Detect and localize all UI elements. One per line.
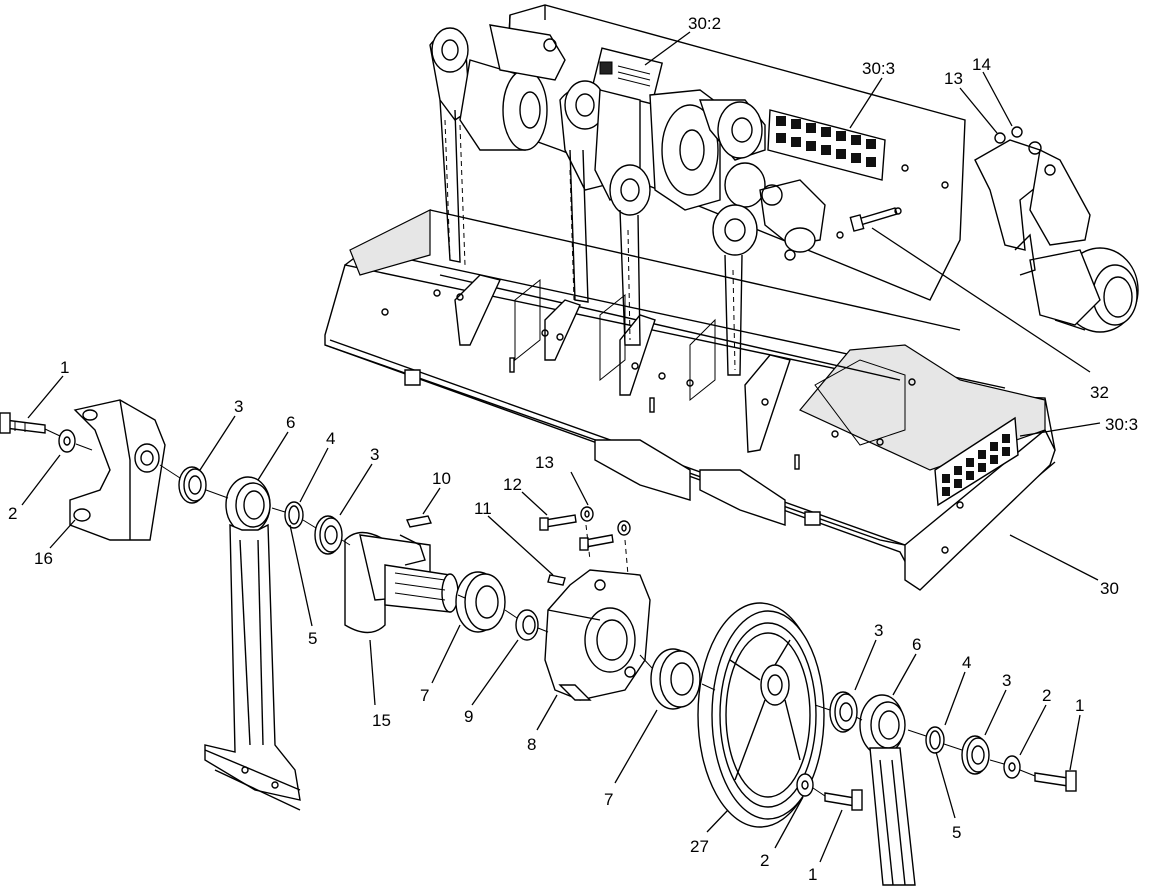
part-4-circlip-right bbox=[925, 726, 945, 754]
callout-4-right: 4 bbox=[962, 653, 971, 672]
callout-15: 15 bbox=[372, 711, 391, 730]
part-3-bearing-c bbox=[829, 691, 858, 733]
callout-12: 12 bbox=[503, 475, 522, 494]
callout-7-right: 7 bbox=[604, 790, 613, 809]
part-2-washer-left bbox=[58, 429, 76, 453]
callout-14: 14 bbox=[972, 55, 991, 74]
callout-5-right: 5 bbox=[952, 823, 961, 842]
part-3-bearing-a bbox=[178, 466, 207, 504]
right-mount-bracket bbox=[974, 126, 1139, 333]
callout-11: 11 bbox=[474, 499, 492, 518]
callout-16: 16 bbox=[34, 549, 53, 568]
callout-4-left: 4 bbox=[326, 429, 335, 448]
decal-30-2 bbox=[590, 47, 664, 105]
callout-13-top: 13 bbox=[944, 69, 963, 88]
callout-2-bottom: 2 bbox=[760, 851, 769, 870]
callout-3-c: 3 bbox=[874, 621, 883, 640]
callout-2-right: 2 bbox=[1042, 686, 1051, 705]
part-7-bearing-right bbox=[650, 648, 701, 710]
callout-3-d: 3 bbox=[1002, 671, 1011, 690]
decal-30-3-top bbox=[767, 109, 886, 181]
part-9-spacer bbox=[515, 609, 539, 641]
callout-3-a: 3 bbox=[234, 397, 243, 416]
part-1-bolt-left bbox=[0, 412, 46, 434]
part-4-circlip-left bbox=[284, 501, 304, 529]
part-15-crank-hub bbox=[344, 531, 459, 634]
callout-7-left: 7 bbox=[420, 686, 429, 705]
part-1-bolt-bottom bbox=[824, 789, 863, 811]
frame-crank-assemblies bbox=[429, 24, 826, 376]
callout-5-left: 5 bbox=[308, 629, 317, 648]
part-8-bearing-housing bbox=[544, 569, 651, 701]
part-2-washer-right bbox=[1003, 755, 1021, 779]
callout-30-2: 30:2 bbox=[688, 14, 721, 33]
callout-6-left: 6 bbox=[286, 413, 295, 432]
callout-32: 32 bbox=[1090, 383, 1109, 402]
callout-30-3-right: 30:3 bbox=[1105, 415, 1138, 434]
callout-2-left: 2 bbox=[8, 504, 17, 523]
frame-bolt-32 bbox=[849, 207, 902, 232]
callout-13-mid: 13 bbox=[535, 453, 554, 472]
callout-10: 10 bbox=[432, 469, 451, 488]
callout-6-right: 6 bbox=[912, 635, 921, 654]
callout-3-b: 3 bbox=[370, 445, 379, 464]
part-3-bearing-d bbox=[961, 735, 990, 775]
part-16-bracket bbox=[69, 399, 166, 541]
part-3-bearing-b bbox=[314, 515, 343, 555]
callout-1-left: 1 bbox=[60, 358, 69, 377]
part-10-key bbox=[406, 515, 432, 528]
callout-1-right: 1 bbox=[1075, 696, 1084, 715]
part-6-crank-arm-right bbox=[859, 694, 916, 886]
callout-labels: 30:2 30:3 13 14 32 30:3 30 1 2 16 3 6 4 … bbox=[8, 14, 1138, 884]
part-2-washer-bottom bbox=[796, 773, 814, 797]
callout-30-3-top: 30:3 bbox=[862, 59, 895, 78]
callout-9: 9 bbox=[464, 707, 473, 726]
callout-30: 30 bbox=[1100, 579, 1119, 598]
part-12-bolts-middle bbox=[539, 514, 614, 551]
part-27-pulley bbox=[697, 602, 825, 828]
part-7-bearing-left bbox=[455, 571, 506, 633]
part-6-crank-arm-left bbox=[204, 476, 301, 811]
callout-1-bottom: 1 bbox=[808, 865, 817, 884]
callout-27: 27 bbox=[690, 837, 709, 856]
decal-30-3-right bbox=[934, 416, 1019, 507]
part-1-bolt-right bbox=[1034, 770, 1077, 792]
part-13-washers-middle bbox=[580, 506, 631, 576]
leader-lines bbox=[21, 31, 1101, 863]
part-11-grease-fitting bbox=[547, 574, 566, 586]
callout-8: 8 bbox=[527, 735, 536, 754]
assembly-axis-lines bbox=[44, 428, 1036, 797]
